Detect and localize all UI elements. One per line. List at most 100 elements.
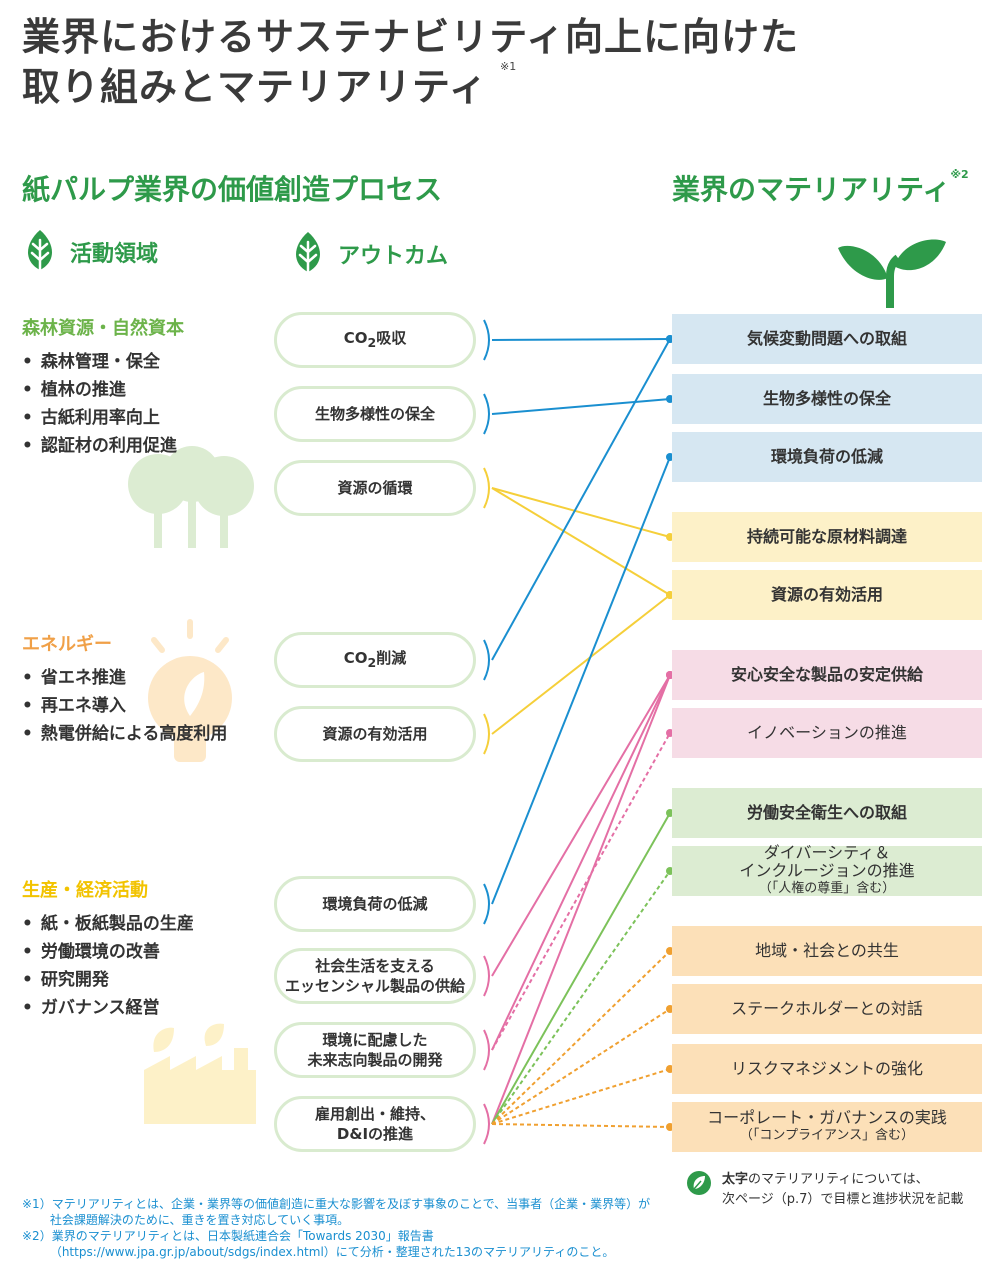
list-item: 古紙利用率向上 (22, 404, 184, 432)
outcome-text: CO (343, 328, 368, 347)
list-item: 森林管理・保全 (22, 348, 184, 376)
connector-line (491, 1068, 671, 1125)
outcome-bracket (483, 393, 490, 435)
materiality-label: イノベーションの推進 (747, 723, 907, 742)
outcome-bracket (483, 955, 490, 997)
page-title-line1: 業界におけるサステナビリティ向上に向けた (22, 15, 799, 59)
outcome-resource-use: 資源の有効活用 (274, 706, 476, 762)
outcome-text: 吸収 (376, 328, 407, 347)
materiality-innovation: イノベーションの推進 (672, 708, 982, 758)
materiality-label: ダイバーシティ＆ (763, 843, 891, 862)
outcomes-header: アウトカム (290, 230, 448, 278)
outcome-label: 資源の循環 (337, 479, 413, 497)
connector-line (491, 1008, 671, 1125)
bold-note-text: 太字のマテリアリティについては、 次ページ（p.7）で目標と進捗状況を記載 (722, 1170, 963, 1210)
materiality-label-line2: インクルージョンの推進 (739, 861, 915, 880)
outcome-bracket (483, 883, 490, 925)
materiality-diversity: ダイバーシティ＆ インクルージョンの推進 （「人権の尊重」含む） (672, 843, 982, 896)
materiality-footnote-mark: ※2 (950, 168, 969, 181)
list-item: ガバナンス経営 (22, 994, 194, 1022)
connector-line (491, 674, 671, 1125)
connector-line (491, 338, 671, 341)
outcome-bracket (483, 713, 490, 755)
subscript-text: 2 (367, 334, 377, 350)
connector-line (491, 732, 671, 1051)
materiality-label: 生物多様性の保全 (762, 389, 891, 408)
connector-line (491, 674, 671, 977)
list-item: 認証材の利用促進 (22, 432, 184, 460)
footnote-line: （https://www.jpa.gr.jp/about/sdgs/index.… (22, 1245, 615, 1259)
category-title: エネルギー (22, 634, 112, 655)
category-items: 紙・板紙製品の生産 労働環境の改善 研究開発 ガバナンス経営 (22, 910, 194, 1022)
outcome-bracket (483, 1029, 490, 1071)
category-forest: 森林資源・自然資本 森林管理・保全 植林の推進 古紙利用率向上 認証材の利用促進 (22, 314, 184, 460)
outcome-label: 雇用創出・維持、 D&Iの推進 (315, 1104, 435, 1144)
materiality-label-note: （「人権の尊重」含む） (758, 881, 896, 896)
connector-line (491, 487, 671, 596)
materiality-section-title: 業界のマテリアリティ※2 (672, 168, 969, 208)
materiality-env-load: 環境負荷の低減 (672, 432, 982, 482)
bold-note: 太字のマテリアリティについては、 次ページ（p.7）で目標と進捗状況を記載 (687, 1170, 963, 1210)
connector-line (491, 870, 671, 1125)
connector-line (491, 487, 671, 538)
materiality-safe-supply: 安心安全な製品の安定供給 (672, 650, 982, 700)
materiality-stakeholder-dialogue: ステークホルダーとの対話 (672, 984, 982, 1034)
outcomes-header-label: アウトカム (338, 244, 449, 269)
bold-note-line2: 次ページ（p.7）で目標と進捗状況を記載 (722, 1192, 964, 1207)
list-item: 熱電併給による高度利用 (22, 720, 228, 748)
outcome-line2: エッセンシャル製品の供給 (284, 977, 465, 995)
materiality-climate: 気候変動問題への取組 (672, 314, 982, 364)
connector-line (491, 338, 671, 661)
connector-line (491, 594, 671, 735)
materiality-label: 労働安全衛生への取組 (746, 803, 907, 822)
activities-header: 活動領域 (22, 228, 158, 276)
outcome-line2: 未来志向製品の開発 (307, 1051, 443, 1069)
outcome-text: CO (343, 648, 368, 667)
materiality-occupational-safety: 労働安全衛生への取組 (672, 788, 982, 838)
outcome-line2: D&Iの推進 (336, 1125, 414, 1143)
outcome-essential-products: 社会生活を支えるエッセンシャル製品の供給 (274, 948, 476, 1004)
outcome-label: 環境負荷の低減 (322, 895, 428, 913)
materiality-label: 気候変動問題への取組 (746, 329, 907, 348)
materiality-label: 地域・社会との共生 (755, 941, 899, 960)
connector-line (491, 398, 671, 415)
footnote-line: ※1）マテリアリティとは、企業・業界等の価値創造に重大な影響を及ぼす事象のことで… (22, 1197, 651, 1211)
outcome-employment-di: 雇用創出・維持、 D&Iの推進 (274, 1096, 476, 1152)
category-items: 省エネ推進 再エネ導入 熱電併給による高度利用 (22, 664, 228, 748)
materiality-label-note: （「コンプライアンス」含む） (739, 1128, 915, 1143)
materiality-resource-use: 資源の有効活用 (672, 570, 982, 620)
sprout-icon (838, 239, 946, 308)
outcome-label: CO2削減 (344, 648, 406, 673)
outcome-bracket (483, 319, 490, 361)
outcome-bracket (483, 639, 490, 681)
activities-header-label: 活動領域 (70, 242, 159, 267)
outcome-line1: 雇用創出・維持、 (314, 1105, 435, 1123)
connector-line (491, 812, 671, 1125)
category-items: 森林管理・保全 植林の推進 古紙利用率向上 認証材の利用促進 (22, 348, 184, 460)
outcome-resource-circulation: 資源の循環 (274, 460, 476, 516)
connector-line (491, 1123, 671, 1128)
outcome-label: 環境に配慮した未来志向製品の開発 (307, 1030, 442, 1070)
category-energy: エネルギー 省エネ推進 再エネ導入 熱電併給による高度利用 (22, 630, 227, 748)
materiality-label: リスクマネジメントの強化 (730, 1059, 923, 1078)
materiality-biodiversity: 生物多様性の保全 (672, 374, 982, 424)
outcome-text: 削減 (376, 648, 407, 667)
bold-note-line1: のマテリアリティについては、 (748, 1172, 929, 1187)
list-item: 植林の推進 (22, 376, 184, 404)
outcome-bracket (483, 1103, 490, 1145)
outcome-label: 社会生活を支えるエッセンシャル製品の供給 (285, 956, 465, 996)
materiality-risk-management: リスクマネジメントの強化 (672, 1044, 982, 1094)
category-production: 生産・経済活動 紙・板紙製品の生産 労働環境の改善 研究開発 ガバナンス経営 (22, 876, 194, 1022)
factory-illustration-icon (144, 1023, 256, 1124)
page-title-line2: 取り組みとマテリアリティ (22, 65, 488, 109)
materiality-label: ステークホルダーとの対話 (731, 999, 923, 1018)
connector-line (491, 674, 671, 1051)
list-item: 紙・板紙製品の生産 (22, 910, 194, 938)
outcome-future-products: 環境に配慮した未来志向製品の開発 (274, 1022, 476, 1078)
materiality-community: 地域・社会との共生 (672, 926, 982, 976)
footnotes: ※1）マテリアリティとは、企業・業界等の価値創造に重大な影響を及ぼす事象のことで… (22, 1196, 650, 1260)
outcome-co2-absorption: CO2吸収 (274, 312, 476, 368)
materiality-sustainable-sourcing: 持続可能な原材料調達 (672, 512, 982, 562)
bold-note-bold: 太字 (722, 1172, 749, 1187)
forest-illustration-icon (128, 446, 254, 548)
